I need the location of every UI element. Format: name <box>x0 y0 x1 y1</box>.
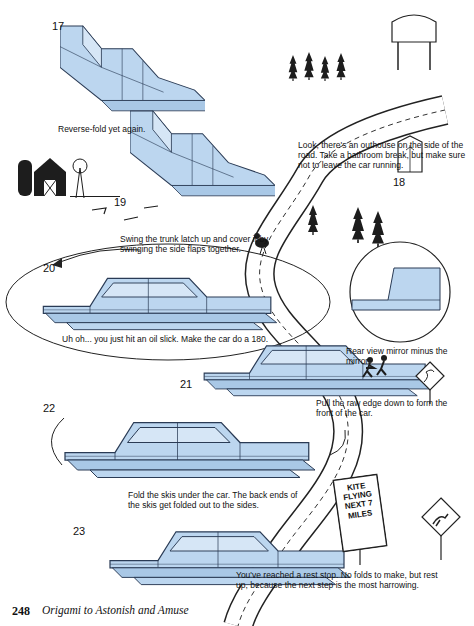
book-title: Origami to Astonish and Amuse <box>42 604 292 618</box>
page-number: 248 <box>12 604 42 618</box>
step-22-model <box>65 423 315 478</box>
instruction: Swing the trunk latch up and cover it by… <box>120 234 270 254</box>
step-number: 21 <box>180 378 210 391</box>
instruction: Uh oh... you just hit an oil slick. Make… <box>62 334 272 344</box>
instruction: You've reached a rest stop. No folds to … <box>236 570 441 590</box>
kite-sign-post <box>359 548 360 565</box>
instruction: Pull the raw edge down to form the front… <box>316 398 466 418</box>
mirror-detail <box>350 242 450 342</box>
instruction: Rear view mirror minus the mirror. <box>346 346 456 366</box>
slippery-sign <box>416 362 444 404</box>
top-sign <box>392 15 436 70</box>
step-number: 23 <box>73 525 103 538</box>
sign-text: KITE FLYING NEXT 7 MILES <box>333 479 384 522</box>
step-20-model <box>43 278 276 329</box>
instruction: Fold the skis under the car. The back en… <box>128 490 303 510</box>
instruction: Reverse-fold yet again. <box>58 124 188 134</box>
step-number: 20 <box>43 262 73 275</box>
step-number: 17 <box>52 20 82 33</box>
instruction: Look, there's an outhouse on the side of… <box>298 140 466 171</box>
step-number: 22 <box>43 402 73 415</box>
kangaroo-sign <box>422 498 460 560</box>
road-sign: KITE FLYING NEXT 7 MILES <box>332 473 388 553</box>
step-17-model <box>60 26 215 111</box>
step-19-model <box>130 111 285 196</box>
step-number: 18 <box>393 176 423 189</box>
step-number: 19 <box>114 196 144 209</box>
oil-slick <box>6 244 330 360</box>
farm <box>18 158 158 220</box>
